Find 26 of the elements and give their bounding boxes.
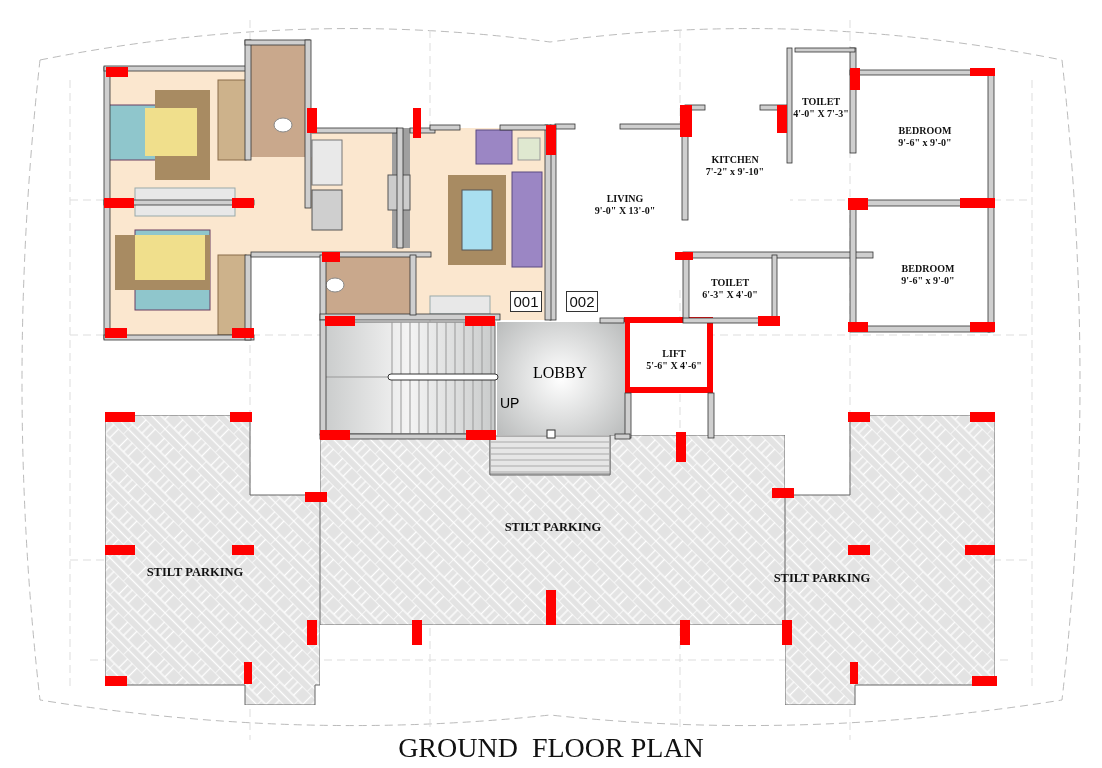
room-name: LOBBY [532,364,588,382]
area-name: STILT PARKING [146,564,244,580]
room-dimensions: 6'-3" X 4'-0" [702,289,758,301]
unit-number: 002 [569,293,595,310]
room-dimensions: 4'-0" X 7'-3" [793,108,849,120]
room-name: BEDROOM [901,263,955,275]
room-name: TOILET [710,277,750,289]
room-name: LIFT [662,348,686,360]
room-dimensions: 5'-6" X 4'-6" [646,360,702,372]
room-area [792,52,850,152]
room-dimensions: 9'-0" X 13'-0" [594,205,656,217]
area-name: STILT PARKING [773,570,871,586]
room-name: TOILET [801,96,841,108]
room-dimensions: 7'-2" x 9'-10" [705,166,765,178]
room-name: LIVING [606,193,644,205]
room-dimensions: 9'-6" x 9'-0" [901,275,955,287]
plan-title: GROUND FLOOR PLAN [397,732,705,764]
room-dimensions: 9'-6" x 9'-0" [898,137,952,149]
room-name: BEDROOM [898,125,952,137]
room-area [624,317,713,393]
parking-area [105,415,320,705]
room-name: KITCHEN [711,154,759,166]
unit-number: 001 [513,293,539,310]
stair-direction-label: UP [500,395,520,411]
lobby-area [497,322,625,435]
area-name: STILT PARKING [504,519,602,535]
